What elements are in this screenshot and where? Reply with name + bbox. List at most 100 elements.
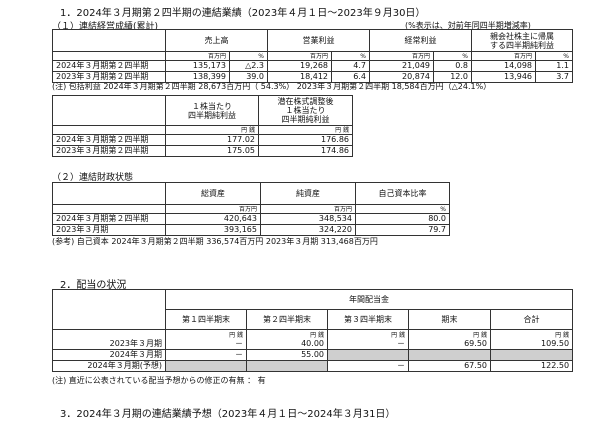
cell-value: 324,220 [260,224,356,236]
comprehensive-income-note: (注) 包括利益 2024年３月期第２四半期 28,673百万円（ 54.3%）… [52,82,492,91]
unit-label: 円 銭 [310,332,324,339]
unit-label: 円 銭 [335,126,349,134]
header-net-sales: 売上高 [165,29,268,52]
table-row: 2024年３月期 － 55.00 [52,349,574,361]
header-total-assets: 総資産 [165,182,261,205]
unit-label: % [360,52,366,60]
header-operating-income: 営業利益 [267,29,370,52]
unit-label: 円 銭 [473,332,487,339]
cell-value: 55.00 [246,349,328,361]
header-ordinary-income: 経常利益 [369,29,472,52]
cell-value: △2.3 [229,60,268,72]
table-row: 2023年３月期第２四半期 175.05 174.86 [52,145,353,157]
header-net-income-parent: 親会社株主に帰属 する四半期純利益 [471,29,573,52]
header-total: 合計 [489,309,574,330]
cell-value: 176.86 [258,134,353,146]
header-blank [52,29,166,52]
cell-value: 14,098 [471,60,536,72]
header-q3: 第３四半期末 [327,309,409,330]
cell-value: 348,534 [260,213,356,225]
cell-shaded [165,360,247,372]
cell-value: － [165,349,247,361]
cell-value: 80.0 [355,213,450,225]
header-blank [52,182,166,205]
unit-label: 円 銭 [241,126,255,134]
unit-label: 円 銭 [555,332,570,339]
cell-value: 175.05 [165,145,259,157]
header-eps: １株当たり 四半期純利益 [165,95,259,126]
cell-value: 40.00 [301,339,324,348]
section-title-2: 2．配当の状況 [60,280,127,291]
header-year-end: 期末 [408,309,491,330]
row-label: 2024年３月期第２四半期 [52,134,166,146]
section-title-1: 1．2024年３月期第２四半期の連結業績（2023年４月１日～2023年９月30… [60,8,426,19]
unit-label: 百万円 [411,52,430,60]
header-q1: 第１四半期末 [165,309,247,330]
percent-note: (%表示は、対前年同四半期増減率) [405,21,531,30]
operating-results-table: 売上高 営業利益 経常利益 親会社株主に帰属 する四半期純利益 百万円 % 百万… [52,29,573,83]
header-annual-dividend: 年間配当金 [164,289,574,310]
cell-value: 109.50 [541,339,570,348]
table-row: 2024年３月期第２四半期 420,643 348,534 80.0 [52,213,450,225]
cell-value: 0.8 [433,60,472,72]
row-label: 2023年３月期 [52,224,166,236]
cell-shaded [489,349,574,361]
unit-label: 百万円 [513,52,532,60]
cell-value: － [327,360,409,372]
subsection-title-financial-position: （２）連結財政状態 [52,173,134,183]
row-label: 2024年３月期 [52,349,166,361]
table-row: 2024年３月期第２四半期 177.02 176.86 [52,134,353,146]
header-blank [52,289,166,330]
header-diluted-eps: 潜在株式調整後 １株当たり 四半期純利益 [258,95,353,126]
row-label: 2024年３月期第２四半期 [52,60,166,72]
cell-value: － [397,339,405,348]
unit-label: 百万円 [207,52,226,60]
cell-value: 122.50 [489,360,574,372]
row-label: 2023年３月期 [52,329,166,350]
cell-value: 420,643 [165,213,261,225]
cell-value: 393,165 [165,224,261,236]
cell-shaded [408,349,491,361]
subsection-title-operating-results: （１）連結経営成績(累計) [52,22,159,32]
header-equity-ratio: 自己資本比率 [355,182,450,205]
table-row: 2023年３月期 393,165 324,220 79.7 [52,224,450,236]
cell-value: 3.7 [535,71,573,83]
header-q2: 第２四半期末 [246,309,328,330]
cell-value: 79.7 [355,224,450,236]
cell-value: 21,049 [369,60,434,72]
row-label: 2024年３月期第２四半期 [52,213,166,225]
cell-value: 67.50 [408,360,491,372]
cell-value: 135,173 [165,60,230,72]
cell-shaded [327,349,409,361]
financial-position-table: 総資産 純資産 自己資本比率 百万円 百万円 % 2024年３月期第２四半期 4… [52,182,450,236]
cell-value: 39.0 [229,71,268,83]
row-label: 2024年３月期(予想) [52,360,166,372]
cell-value: 69.50 [464,339,487,348]
unit-label: 百万円 [333,205,352,213]
cell-value: 177.02 [165,134,259,146]
cell-value: 1.1 [535,60,573,72]
unit-label: 百万円 [309,52,328,60]
row-label: 2023年３月期第２四半期 [52,145,166,157]
table-row: 2023年３月期第２四半期 138,399 39.0 18,412 6.4 20… [52,71,573,83]
header-blank [52,95,166,126]
cell-value: － [235,339,243,348]
unit-label: 円 銭 [391,332,405,339]
cell-value: 19,268 [267,60,332,72]
dividend-revision-note: (注) 直近に公表されている配当予想からの修正の有無 ： 有 [52,376,266,385]
cell-value: 4.7 [331,60,370,72]
per-share-table: １株当たり 四半期純利益 潜在株式調整後 １株当たり 四半期純利益 円 銭 円 … [52,95,353,157]
unit-label: % [462,52,468,60]
unit-label: % [440,205,446,213]
unit-label: % [563,52,569,60]
header-net-assets: 純資産 [260,182,356,205]
table-row: 2024年３月期(予想) － 67.50 122.50 [52,360,574,372]
section-title-3: 3．2024年３月期の連結業績予想（2023年４月１日～2024年３月31日） [60,409,396,420]
unit-label: 円 銭 [229,332,243,339]
cell-shaded [246,360,328,372]
equity-reference-note: (参考) 自己資本 2024年３月期第２四半期 336,574百万円 2023年… [52,237,378,246]
unit-label: % [258,52,264,60]
unit-label: 百万円 [238,205,257,213]
table-row: 2024年３月期第２四半期 135,173 △2.3 19,268 4.7 21… [52,60,573,72]
